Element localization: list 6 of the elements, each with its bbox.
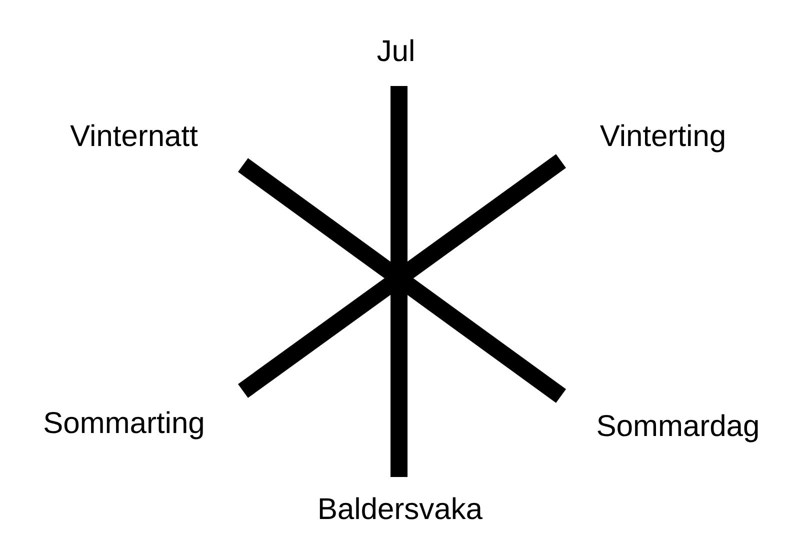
season-label: Vinterting <box>600 124 724 152</box>
season-label: Sommarting <box>44 411 203 440</box>
season-label: Sommardag <box>598 414 758 442</box>
season-label: Vinternatt <box>70 124 198 146</box>
season-label: Jul <box>377 39 414 62</box>
season-label: Baldersvaka <box>320 497 483 520</box>
